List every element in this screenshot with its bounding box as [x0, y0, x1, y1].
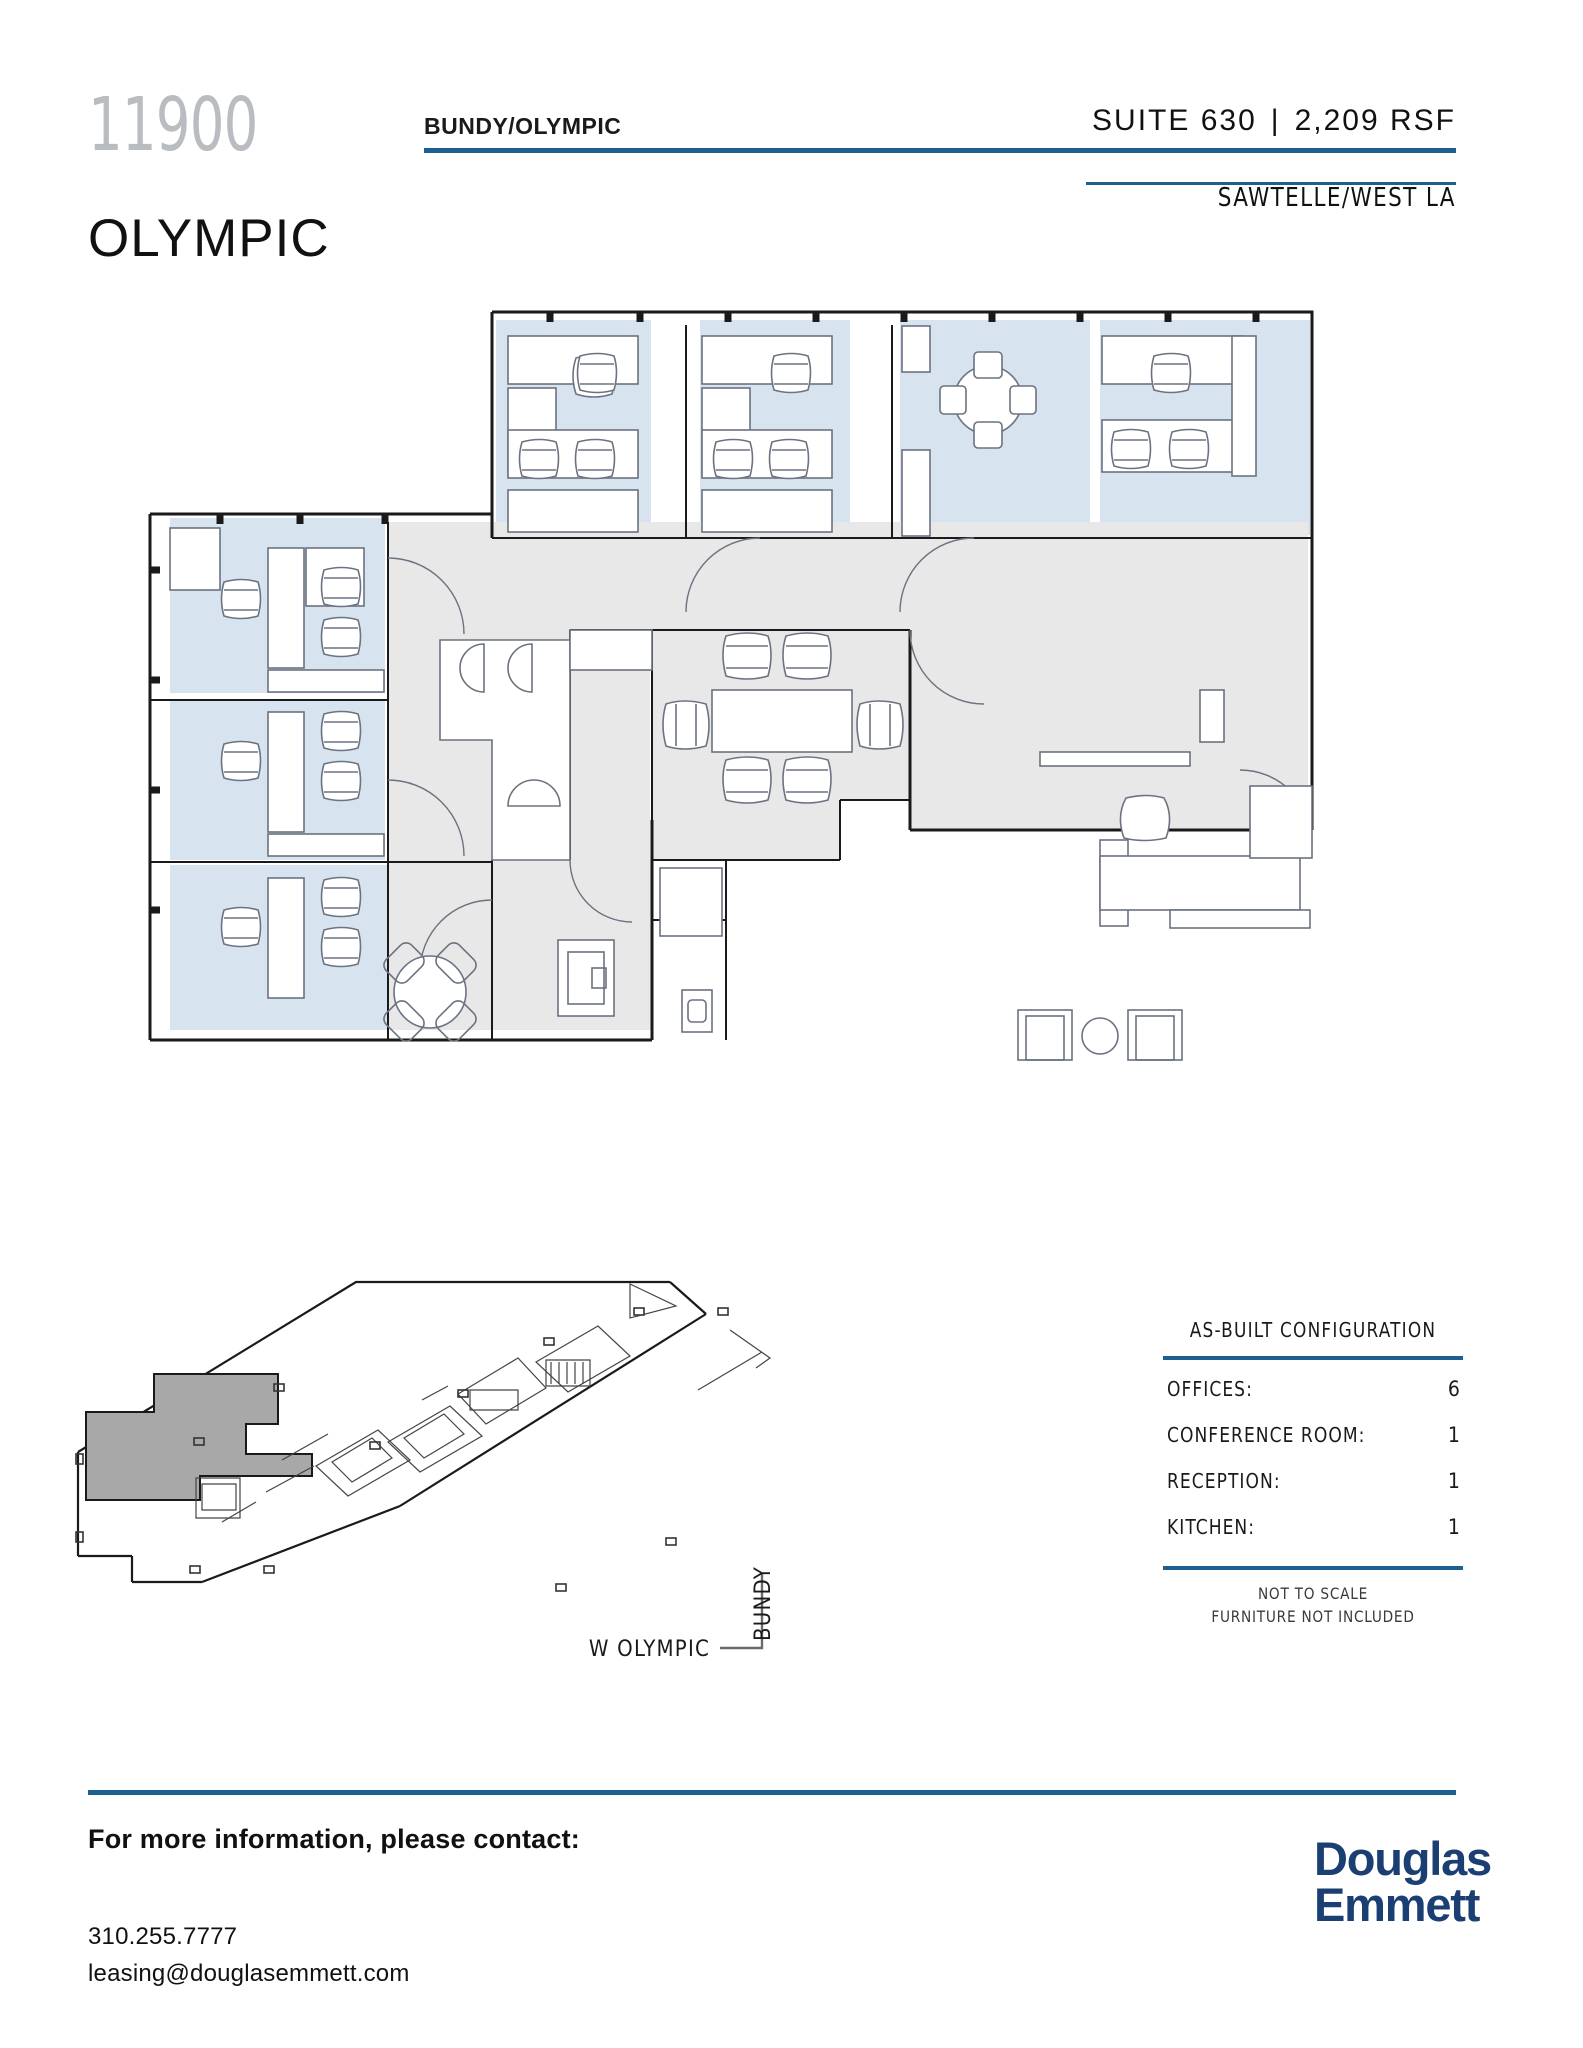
contact-email[interactable]: leasing@douglasemmett.com — [88, 1960, 410, 1987]
config-row-offices: OFFICES: 6 — [1163, 1366, 1463, 1412]
header-rule-secondary — [1086, 182, 1456, 185]
footer-rule — [88, 1790, 1456, 1795]
contact-phone[interactable]: 310.255.7777 — [88, 1923, 238, 1950]
header-rule-primary — [424, 148, 1456, 153]
furniture-kitchenette — [557, 867, 723, 1033]
east-partition-details — [1039, 689, 1225, 767]
config-row-reception: RECEPTION: 1 — [1163, 1458, 1463, 1504]
furniture-conference-room — [662, 632, 904, 804]
suite-rsf: 2,209 RSF — [1294, 104, 1456, 137]
as-built-configuration-panel: AS-BUILT CONFIGURATION OFFICES: 6 CONFER… — [1163, 1318, 1463, 1628]
config-row-kitchen: KITCHEN: 1 — [1163, 1504, 1463, 1550]
submarket-label: BUNDY/OLYMPIC — [424, 113, 622, 139]
config-rule-bottom — [1163, 1566, 1463, 1570]
street-label-bundy: BUNDY — [751, 1566, 776, 1641]
config-label-offices: OFFICES: — [1167, 1377, 1253, 1401]
street-label-olympic: W OLYMPIC — [589, 1637, 710, 1660]
contact-heading: For more information, please contact: — [88, 1824, 580, 1854]
furniture-reception — [439, 629, 653, 861]
config-note-furniture: FURNITURE NOT INCLUDED — [1211, 1607, 1415, 1627]
building-name: OLYMPIC — [88, 209, 330, 268]
furniture-north-offices — [507, 325, 1257, 537]
config-label-conference-room: CONFERENCE ROOM: — [1167, 1423, 1366, 1447]
building-number: 11900 — [88, 82, 258, 168]
config-note: NOT TO SCALE FURNITURE NOT INCLUDED — [1171, 1582, 1456, 1628]
logo-line-douglas: Douglas — [1313, 1832, 1492, 1885]
lounge-seating — [1017, 1009, 1183, 1061]
suite-number: SUITE 630 — [1092, 104, 1257, 137]
street-labels: W OLYMPIC BUNDY — [560, 1470, 820, 1660]
window-mullions — [150, 312, 1260, 914]
douglas-emmett-logo: Douglas Emmett — [1313, 1832, 1492, 1931]
suite-divider: | — [1270, 104, 1281, 137]
config-title: AS-BUILT CONFIGURATION — [1189, 1318, 1437, 1342]
furniture-kitchen-east — [1017, 785, 1313, 1061]
suite-floor-plan: .off{fill:#d7e4f0;} .cor{fill:#e8e8e8;} … — [140, 300, 1440, 1300]
config-value-conference-room: 1 — [1447, 1423, 1461, 1447]
config-rule-top — [1163, 1356, 1463, 1360]
logo-line-emmett: Emmett — [1313, 1877, 1480, 1931]
building-key-plan: .kw{fill:none;stroke:#1a1a1a;stroke-widt… — [70, 1270, 810, 1600]
furniture-west-offices — [169, 527, 477, 1042]
config-row-conference-room: CONFERENCE ROOM: 1 — [1163, 1412, 1463, 1458]
round-table-4-chairs — [383, 942, 477, 1042]
suite-summary: SUITE 630 | 2,209 RSF — [1092, 104, 1456, 138]
config-note-scale: NOT TO SCALE — [1257, 1584, 1369, 1603]
config-value-reception: 1 — [1447, 1469, 1461, 1493]
config-value-kitchen: 1 — [1447, 1515, 1461, 1539]
config-value-offices: 6 — [1447, 1377, 1461, 1401]
region-label: SAWTELLE/WEST LA — [1217, 183, 1456, 213]
config-label-kitchen: KITCHEN: — [1167, 1515, 1256, 1539]
page-header: 11900 OLYMPIC BUNDY/OLYMPIC SUITE 630 | 2,… — [0, 0, 1583, 280]
config-label-reception: RECEPTION: — [1167, 1469, 1281, 1493]
